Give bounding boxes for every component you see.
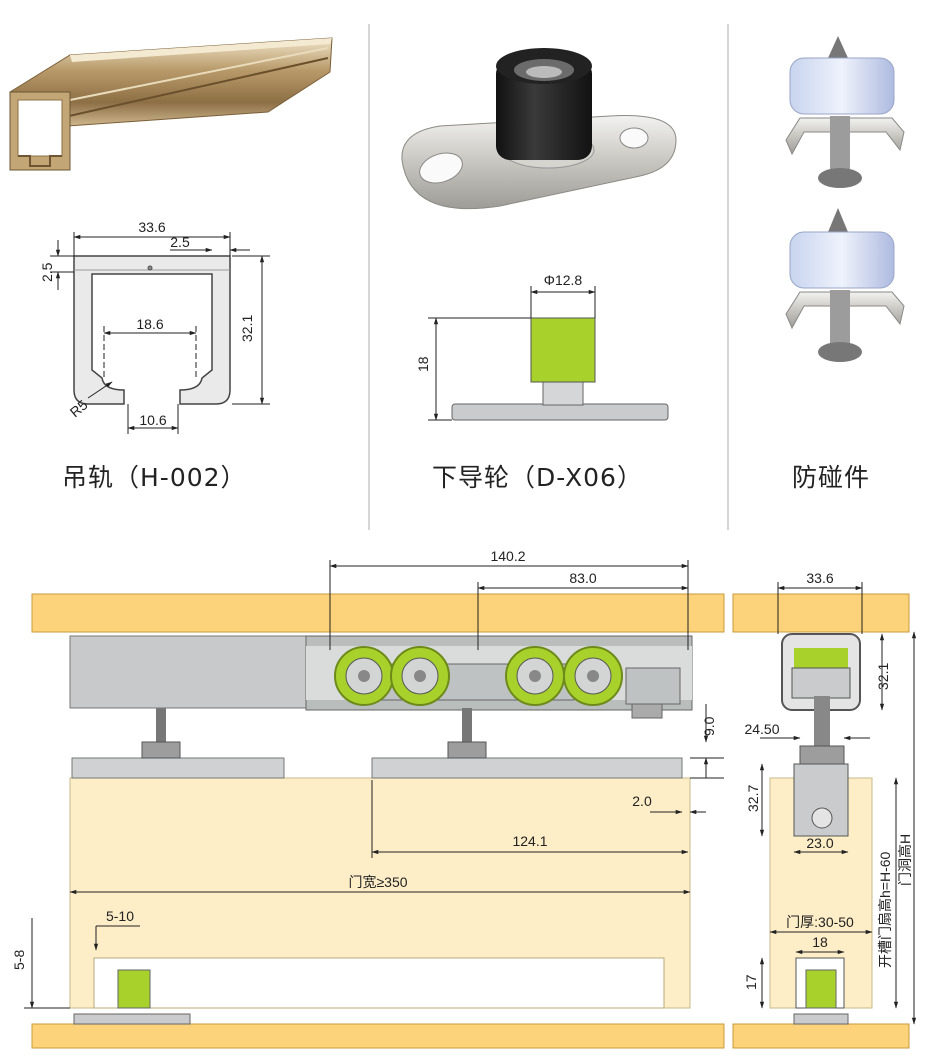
- offset-range-label: 5-10: [106, 908, 134, 924]
- guide-diameter-label: Φ12.8: [544, 272, 583, 288]
- rail-height-label: 32.1: [239, 315, 255, 342]
- guide-drawing: [451, 317, 669, 421]
- guide-dimensions: [428, 286, 596, 421]
- wheel-4: [563, 646, 623, 706]
- side-rail-width-label: 33.6: [806, 570, 833, 586]
- stopper-span-label: 124.1: [512, 833, 547, 849]
- side-dimensions: [759, 582, 917, 1025]
- side-assembly: [732, 593, 910, 1049]
- side-rail-height-label: 32.1: [875, 663, 891, 690]
- wheel-1: [334, 646, 394, 706]
- guide-photo: [401, 48, 677, 210]
- groove-depth-label: 17: [743, 974, 759, 990]
- door-width-label: 门宽≥350: [348, 874, 407, 890]
- rail-dimensions: [50, 232, 270, 434]
- hanger-width-label: 24.50: [744, 721, 779, 737]
- door-thickness-label: 门厚:30-50: [786, 914, 854, 930]
- groove-height-label: 开槽门扇高h=H-60: [877, 851, 893, 968]
- guide-caption: 下导轮（D-X06）: [432, 463, 643, 492]
- wheel-span-label: 83.0: [569, 570, 596, 586]
- front-dimensions: [24, 560, 724, 1009]
- gap-side-label: 2.0: [632, 793, 652, 809]
- rail-width-label: 33.6: [138, 219, 165, 235]
- guide-height-label: 18: [415, 356, 431, 372]
- total-length-label: 140.2: [490, 548, 525, 564]
- wheel-3: [505, 646, 565, 706]
- rail-inner-label: 18.6: [136, 316, 163, 332]
- stopper-photo-top: [785, 36, 905, 188]
- rail-caption: 吊轨（H-002）: [62, 463, 247, 492]
- stopper-caption: 防碰件: [792, 463, 871, 492]
- wheel-2: [390, 646, 450, 706]
- rail-photo: [9, 37, 333, 171]
- rail-section: [73, 255, 231, 405]
- groove-width-label: 18: [812, 934, 828, 950]
- gap-top-label: 9.0: [701, 716, 717, 736]
- rail-wall-label: 2.5: [170, 234, 190, 250]
- stopper-photo-bottom: [785, 208, 905, 362]
- rail-slot-label: 10.6: [139, 412, 166, 428]
- rail-lip-label: 2.5: [39, 262, 55, 282]
- plate-width-label: 23.0: [806, 835, 833, 851]
- bottom-gap-label: 5-8: [11, 950, 27, 970]
- hanger-height-label: 32.7: [745, 785, 761, 812]
- opening-height-label: 门洞高H: [897, 834, 913, 886]
